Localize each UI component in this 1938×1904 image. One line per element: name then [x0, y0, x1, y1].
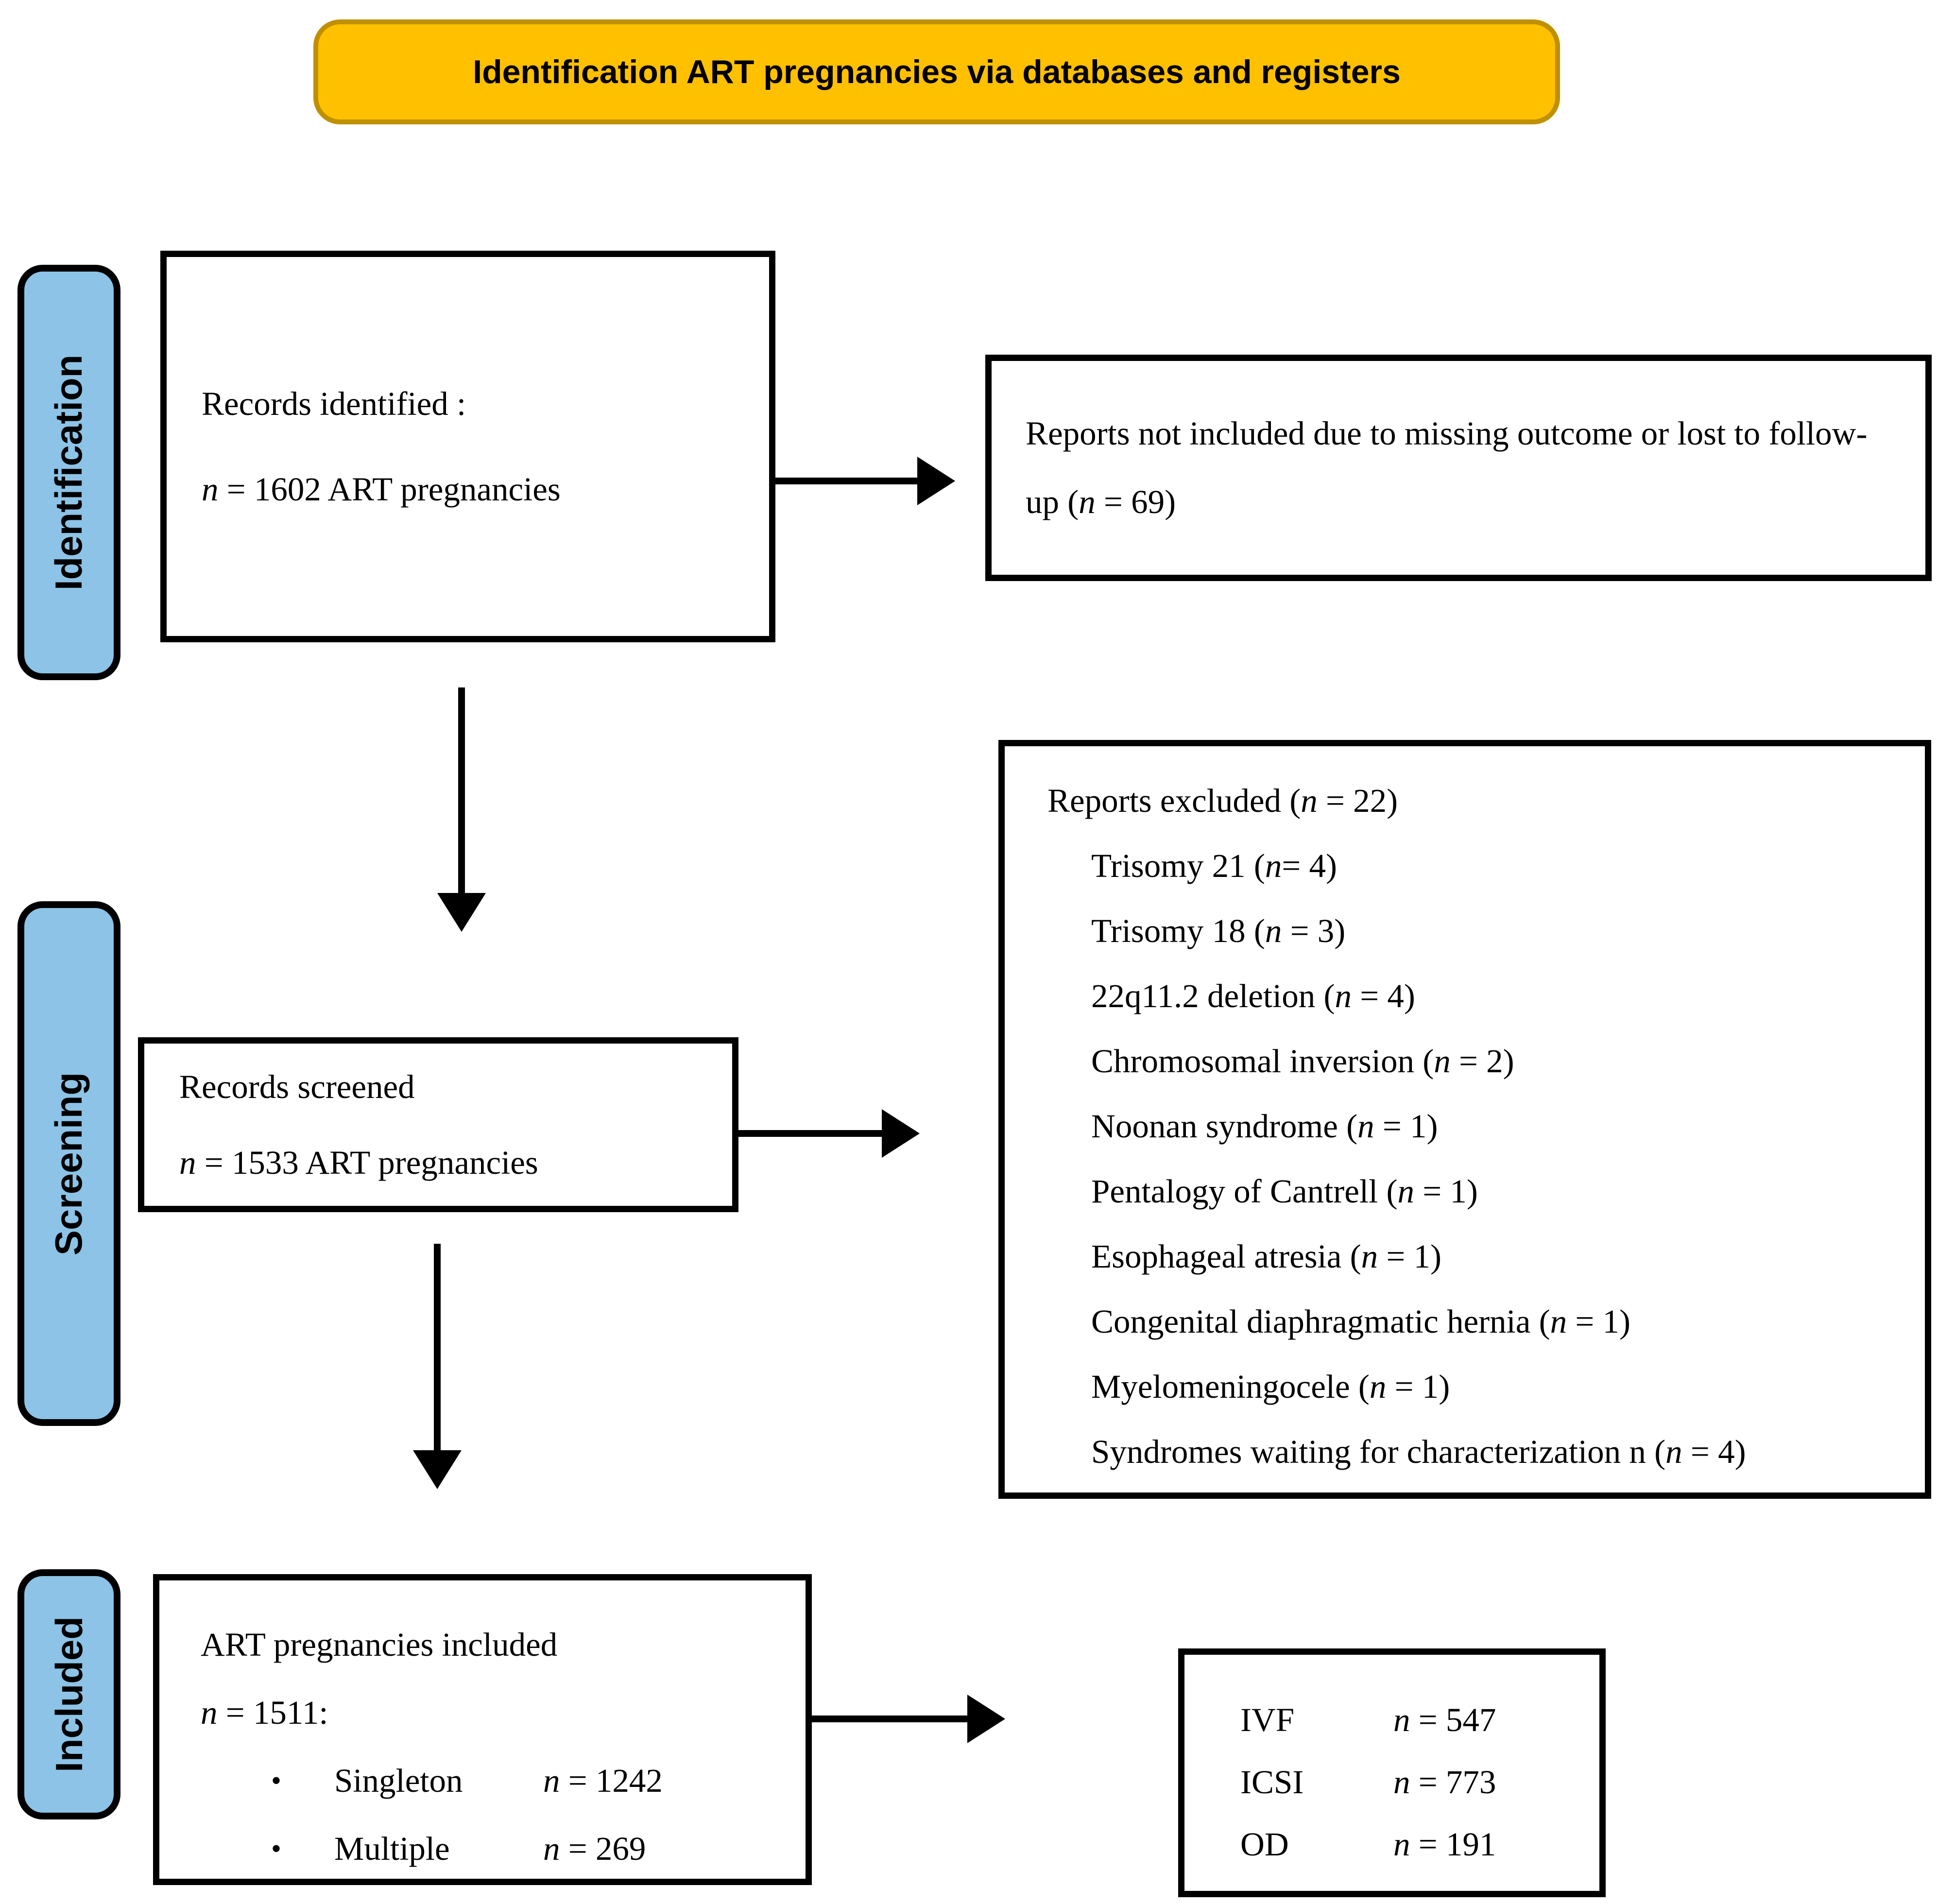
records-identified-line2: n = 1602 ART pregnancies: [202, 471, 561, 508]
arrowhead-down-icon: [437, 893, 486, 932]
arrowhead-right-icon: [967, 1695, 1005, 1743]
reports-excluded-header: Reports excluded (n = 22): [1047, 782, 1398, 819]
arrow-identified-to-notincluded-line: [775, 478, 917, 484]
stage-label-screening: Screening: [17, 901, 120, 1426]
excluded-item: Congenital diaphragmatic hernia (n = 1): [1091, 1303, 1630, 1340]
excluded-list: Trisomy 21 (n= 4) Trisomy 18 (n = 3) 22q…: [1005, 833, 1925, 1484]
records-screened-box: Records screened n = 1533 ART pregnancie…: [138, 1037, 738, 1212]
reports-not-included-box: Reports not included due to missing outc…: [985, 355, 1932, 581]
bullet-icon: •: [271, 1832, 282, 1865]
arrowhead-right-icon: [917, 457, 955, 505]
stage-label-identification-text: Identification: [47, 354, 90, 591]
records-identified-box: Records identified : n = 1602 ART pregna…: [160, 251, 775, 642]
art-pregnancies-included-box: ART pregnancies included n = 1511: •Sing…: [153, 1574, 812, 1885]
stage-label-included-text: Included: [47, 1616, 90, 1772]
excluded-item: Trisomy 18 (n = 3): [1091, 912, 1346, 949]
records-screened-line1: Records screened: [179, 1068, 415, 1105]
excluded-item: Esophageal atresia (n = 1): [1091, 1238, 1441, 1275]
included-line2: n = 1511:: [201, 1694, 328, 1731]
bullet-icon: •: [271, 1764, 282, 1797]
banner: Identification ART pregnancies via datab…: [313, 19, 1560, 124]
banner-label: Identification ART pregnancies via datab…: [473, 53, 1401, 90]
reports-excluded-box: Reports excluded (n = 22) Trisomy 21 (n=…: [998, 740, 1931, 1499]
arrow-screened-to-excluded-line: [738, 1130, 882, 1137]
arrowhead-right-icon: [882, 1109, 920, 1158]
included-line1: ART pregnancies included: [201, 1626, 558, 1663]
stage-label-identification: Identification: [17, 265, 120, 680]
arrow-screened-to-included-line: [434, 1244, 441, 1452]
arrowhead-down-icon: [413, 1450, 462, 1489]
arrow-included-to-methods-line: [812, 1715, 967, 1722]
records-screened-line2: n = 1533 ART pregnancies: [179, 1144, 538, 1181]
excluded-item: Noonan syndrome (n = 1): [1091, 1108, 1438, 1145]
records-identified-line1: Records identified :: [202, 385, 466, 422]
stage-label-screening-text: Screening: [47, 1072, 90, 1255]
excluded-item: Myelomeningocele (n = 1): [1091, 1368, 1450, 1405]
stage-label-included: Included: [17, 1569, 120, 1819]
excluded-item: Pentalogy of Cantrell (n = 1): [1091, 1173, 1478, 1210]
excluded-item: 22q11.2 deletion (n = 4): [1091, 978, 1415, 1014]
excluded-item: Trisomy 21 (n= 4): [1091, 847, 1338, 884]
excluded-item: Syndromes waiting for characterization n…: [1091, 1433, 1746, 1470]
arrow-identified-to-screened-line: [458, 687, 465, 894]
reports-not-included-text: Reports not included due to missing outc…: [1026, 414, 1868, 520]
excluded-item: Chromosomal inversion (n = 2): [1091, 1043, 1514, 1080]
